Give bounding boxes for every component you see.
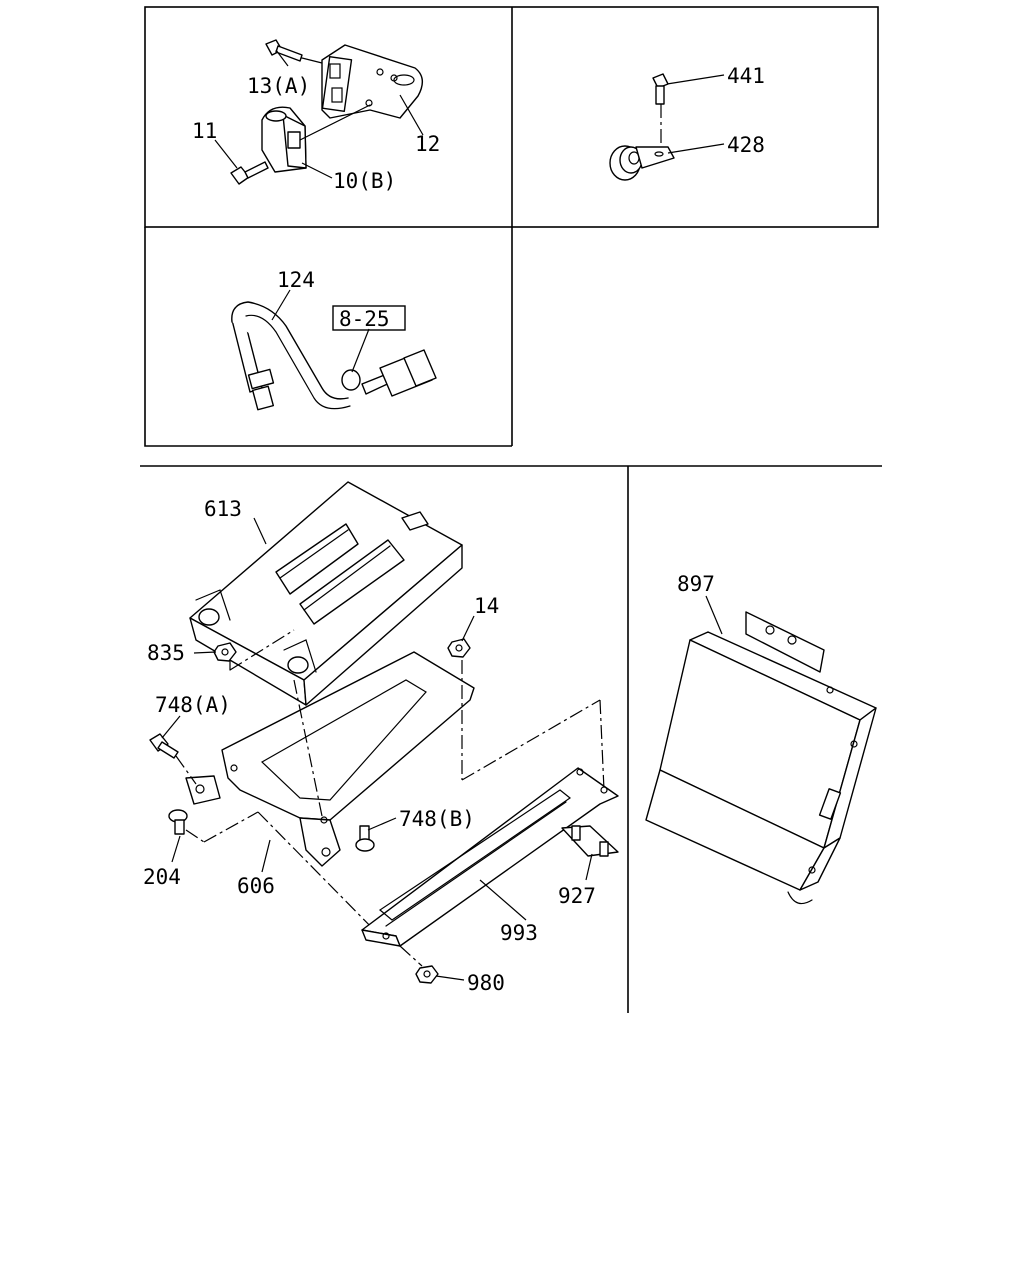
- panel-frames: [140, 6, 882, 1013]
- panel-oxygen-sensor: 124 8-25: [231, 268, 437, 411]
- panel-clip: 441 428: [609, 64, 765, 181]
- label-993: 993: [500, 921, 538, 945]
- bolt-13a-part: [265, 39, 323, 64]
- bolt-441-part: [652, 73, 669, 105]
- label-14: 14: [474, 594, 499, 618]
- bolt-748b-part: [355, 825, 375, 852]
- module-897-part: [645, 611, 877, 905]
- panel-module-897: 897: [645, 572, 877, 905]
- ecm-613-part: [189, 481, 463, 706]
- label-204: 204: [143, 865, 181, 889]
- bracket-12-part: [321, 44, 423, 119]
- label-980: 980: [467, 971, 505, 995]
- panel-ecm-mount: 613 14 835 748(A) 748(B) 204 606 927 993…: [143, 481, 619, 995]
- label-748b: 748(B): [399, 807, 475, 831]
- ref-box-8-25: [332, 305, 406, 331]
- nut-980-part: [415, 965, 439, 984]
- bracket-993-part: [361, 767, 619, 947]
- label-13a: 13(A): [247, 74, 310, 98]
- label-11: 11: [192, 119, 217, 143]
- label-441: 441: [727, 64, 765, 88]
- label-10b: 10(B): [333, 169, 396, 193]
- label-613: 613: [204, 497, 242, 521]
- label-927: 927: [558, 884, 596, 908]
- bolt-11-part: [230, 161, 269, 185]
- bolt-204-part: [168, 809, 188, 835]
- label-748a: 748(A): [155, 693, 231, 717]
- oxygen-sensor-124-part: [231, 301, 437, 411]
- label-12: 12: [415, 132, 440, 156]
- clip-428-part: [609, 145, 675, 181]
- panel-sensor-bracket: 13(A) 11 12 10(B): [192, 39, 440, 193]
- plate-927-part: [561, 825, 619, 857]
- label-606: 606: [237, 874, 275, 898]
- sensor-10b-part: [261, 104, 371, 173]
- label-897: 897: [677, 572, 715, 596]
- label-835: 835: [147, 641, 185, 665]
- label-124: 124: [277, 268, 315, 292]
- bolt-748a-part: [149, 733, 179, 759]
- bracket-606-part: [185, 651, 475, 867]
- nut-14-part: [447, 638, 471, 658]
- label-428: 428: [727, 133, 765, 157]
- label-ref-8-25: 8-25: [339, 307, 390, 331]
